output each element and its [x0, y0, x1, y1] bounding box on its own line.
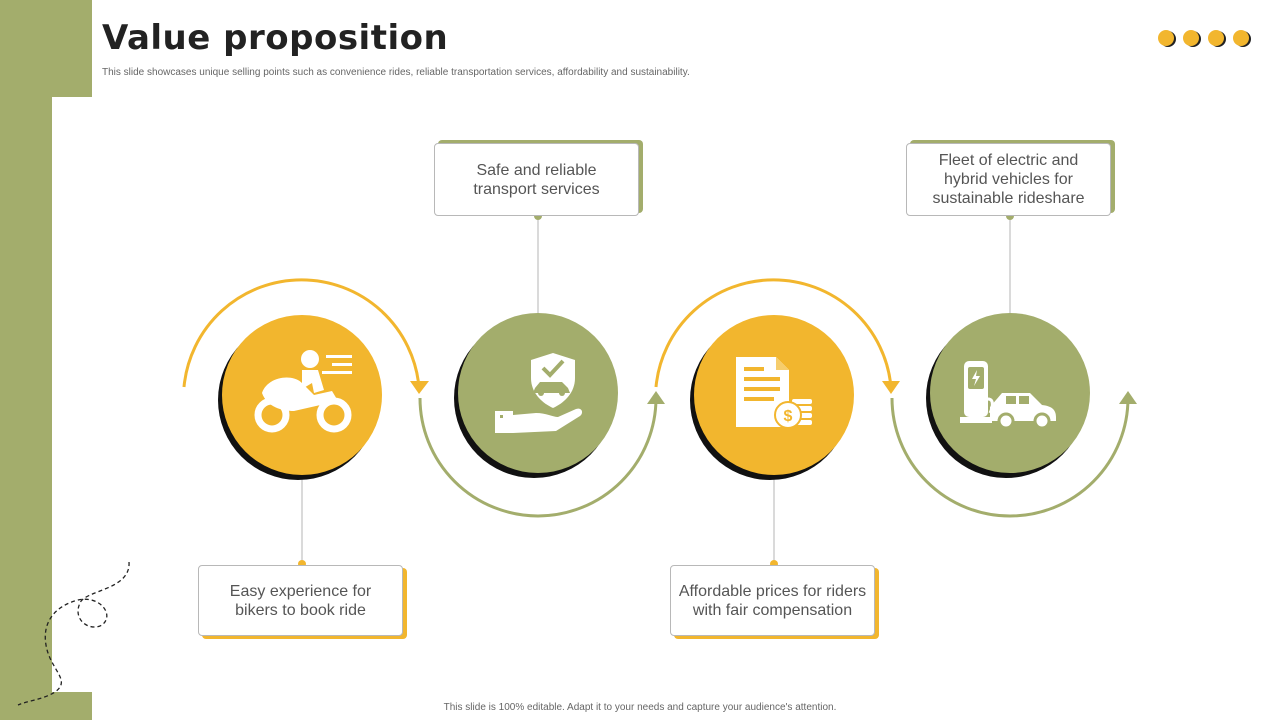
value-point-3: Affordable prices for riders with fair c…: [670, 565, 875, 636]
sidebar-strip: [0, 97, 52, 720]
dashed-squiggle-decoration: [17, 561, 130, 706]
value-point-1-text: Easy experience for bikers to book ride: [229, 582, 372, 619]
dot: [1158, 30, 1174, 46]
slide-subtitle: This slide showcases unique selling poin…: [102, 67, 690, 78]
slide-footer: This slide is 100% editable. Adapt it to…: [443, 702, 837, 713]
value-point-4: Fleet of electric and hybrid vehicles fo…: [906, 143, 1111, 216]
sidebar-top-block: [0, 0, 92, 97]
document-coins-icon: $: [736, 357, 812, 429]
value-point-2: Safe and reliable transport services: [434, 143, 639, 216]
ev-charging-car-icon: [960, 361, 1056, 430]
slide-title: Value proposition: [102, 18, 449, 58]
motorbike-rider-icon: [254, 350, 352, 433]
step-circle-1: [222, 315, 382, 475]
shield-car-hand-icon: [495, 353, 583, 433]
dot: [1208, 30, 1224, 46]
value-point-4-text: Fleet of electric and hybrid vehicles fo…: [932, 152, 1085, 207]
dot: [1183, 30, 1199, 46]
svg-text:$: $: [784, 408, 793, 425]
dot: [1233, 30, 1249, 46]
value-point-2-text: Safe and reliable transport services: [473, 161, 600, 198]
step-circle-3: $: [694, 315, 854, 475]
value-point-3-text: Affordable prices for riders with fair c…: [678, 582, 867, 619]
step-circle-4: [930, 313, 1090, 473]
decorative-dots: [1158, 30, 1249, 46]
value-point-1: Easy experience for bikers to book ride: [198, 565, 403, 636]
step-circle-2: [458, 313, 618, 473]
sidebar-bottom-block: [52, 692, 92, 720]
